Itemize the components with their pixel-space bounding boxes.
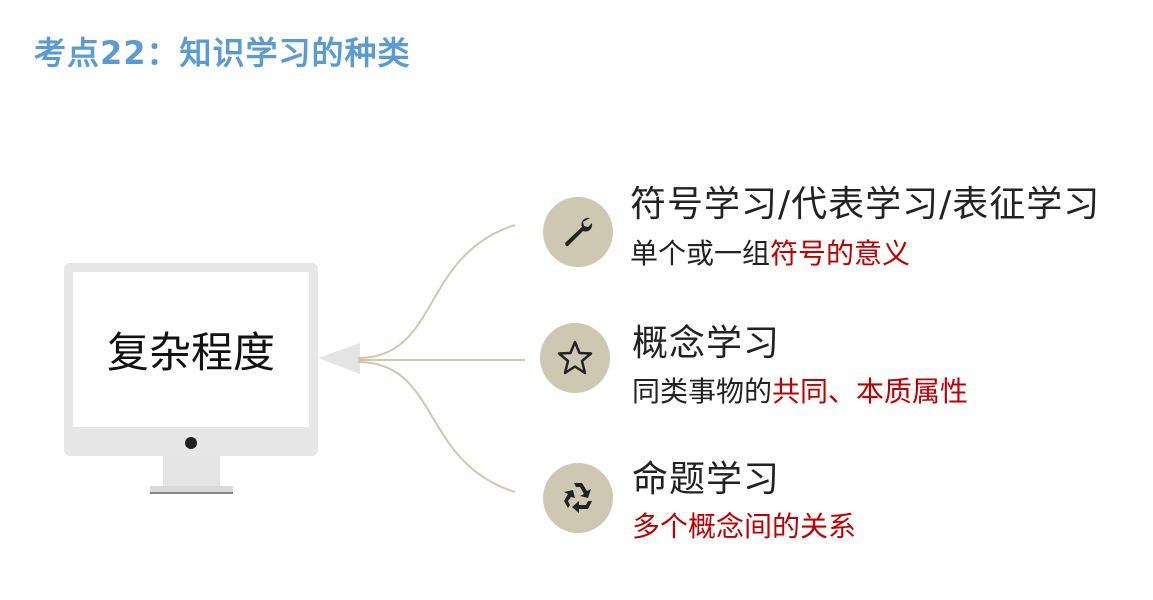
- item-desc-concept: 同类事物的共同、本质属性: [632, 370, 968, 410]
- monitor-screen: 复杂程度: [73, 272, 309, 427]
- item-desc-plain: 单个或一组: [630, 237, 771, 270]
- connector-bottom: [357, 361, 516, 493]
- arrow-head: [318, 343, 360, 374]
- monitor-base: [150, 486, 233, 494]
- item-title-symbol: 符号学习/代表学习/表征学习: [630, 184, 1101, 225]
- monitor-stand: [163, 456, 220, 486]
- monitor-label: 复杂程度: [106, 328, 275, 377]
- item-desc-highlight: 符号的意义: [770, 237, 911, 270]
- connector-top: [357, 224, 516, 359]
- item-desc-symbol: 单个或一组符号的意义: [630, 232, 910, 272]
- item-desc-highlight: 多个概念间的关系: [632, 510, 857, 543]
- item-desc-proposition: 多个概念间的关系: [632, 505, 856, 545]
- monitor-power-dot: [185, 437, 197, 449]
- wrench-icon: [543, 197, 613, 267]
- page-title: 考点22：知识学习的种类: [34, 34, 411, 72]
- recycle-icon: [543, 463, 613, 533]
- item-desc-highlight: 共同、本质属性: [772, 375, 969, 408]
- item-desc-plain: 同类事物的: [632, 375, 773, 408]
- item-title-concept: 概念学习: [632, 323, 781, 364]
- item-title-proposition: 命题学习: [632, 459, 781, 500]
- star-icon: [540, 323, 610, 393]
